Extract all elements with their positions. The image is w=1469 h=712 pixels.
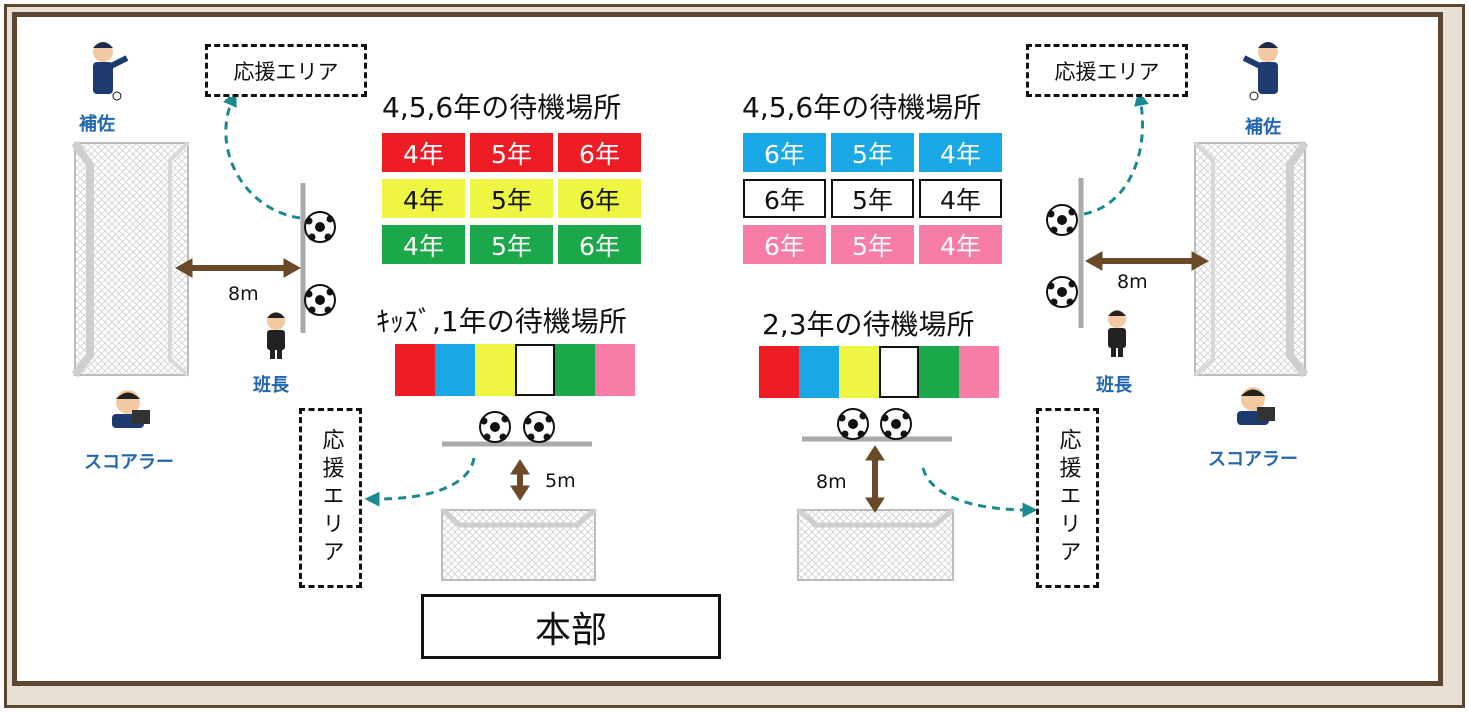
right-grade-cell: 5年 bbox=[831, 179, 914, 218]
right-color-swatch bbox=[799, 346, 839, 398]
left-grade-cell: 6年 bbox=[558, 225, 641, 264]
left-grade-cell: 5年 bbox=[470, 225, 553, 264]
right-color-swatch bbox=[759, 346, 799, 398]
right-grade-cell: 4年 bbox=[919, 133, 1002, 172]
right-bottom-support-arrow bbox=[921, 467, 1038, 518]
left-bench-distance: 5m bbox=[545, 470, 576, 492]
left-grade-cell: 4年 bbox=[382, 179, 465, 218]
right-scorer-label: スコアラー bbox=[1208, 449, 1298, 470]
left-color-swatch bbox=[515, 344, 555, 396]
right-grade-cell: 6年 bbox=[743, 179, 826, 218]
left-leader-label: 班長 bbox=[253, 375, 289, 396]
soccer-ball-icon bbox=[479, 411, 511, 443]
right-456-heading: 4,5,6年の待機場所 bbox=[742, 91, 982, 124]
left-kids-heading: ｷｯｽﾞ,1年の待機場所 bbox=[376, 305, 627, 338]
referee-icon bbox=[267, 312, 285, 359]
right-grade-cell: 6年 bbox=[743, 133, 826, 172]
right-grade-cell: 6年 bbox=[743, 225, 826, 264]
left-grade-cell: 4年 bbox=[382, 133, 465, 172]
left-color-swatch bbox=[435, 344, 475, 396]
coach-icon bbox=[93, 42, 129, 101]
right-grade-cell: 4年 bbox=[919, 179, 1002, 218]
right-top-support-arrow bbox=[1083, 90, 1149, 216]
left-goal-distance: 8m bbox=[228, 283, 259, 305]
right-grade-cell: 5年 bbox=[831, 133, 914, 172]
left-assistant-label: 補佐 bbox=[79, 114, 115, 135]
left-color-swatch bbox=[595, 344, 635, 396]
left-scorer-label: スコアラー bbox=[84, 452, 174, 473]
soccer-ball-icon bbox=[880, 408, 912, 440]
right-assistant-label: 補佐 bbox=[1245, 117, 1281, 138]
right-leader-label: 班長 bbox=[1096, 375, 1132, 396]
left-456-heading: 4,5,6年の待機場所 bbox=[382, 91, 622, 124]
referee-icon bbox=[1108, 310, 1126, 357]
soccer-ball-icon bbox=[304, 211, 336, 243]
scorer-icon bbox=[112, 390, 150, 428]
right-color-swatch bbox=[839, 346, 879, 398]
left-goal bbox=[71, 140, 190, 378]
right-grade-cell: 5年 bbox=[831, 225, 914, 264]
left-grade-cell: 6年 bbox=[558, 133, 641, 172]
soccer-ball-icon bbox=[1046, 204, 1078, 236]
soccer-ball-icon bbox=[523, 411, 555, 443]
left-grade-cell: 5年 bbox=[470, 179, 553, 218]
left-small-goal bbox=[440, 508, 597, 581]
right-goal-distance: 8m bbox=[1117, 271, 1148, 293]
right-goal bbox=[1193, 140, 1309, 378]
right-bench-distance: 8m bbox=[816, 471, 847, 493]
left-color-swatch bbox=[395, 344, 435, 396]
scorer-icon bbox=[1237, 387, 1275, 425]
left-bottom-support-area: 応援エリア bbox=[299, 408, 362, 588]
left-bench-distance-arrow bbox=[510, 459, 530, 501]
right-small-goal bbox=[796, 508, 955, 581]
soccer-ball-icon bbox=[837, 408, 869, 440]
right-color-swatch bbox=[959, 346, 999, 398]
left-color-swatch bbox=[475, 344, 515, 396]
right-color-swatch bbox=[879, 346, 919, 398]
right-color-swatch bbox=[919, 346, 959, 398]
left-top-support-arrow bbox=[223, 91, 301, 220]
left-grade-cell: 6年 bbox=[558, 179, 641, 218]
left-goal-distance-arrow bbox=[174, 258, 302, 278]
soccer-ball-icon bbox=[304, 284, 336, 316]
soccer-ball-icon bbox=[1046, 276, 1078, 308]
right-goal-distance-arrow bbox=[1084, 251, 1210, 271]
left-grade-cell: 5年 bbox=[470, 133, 553, 172]
left-grade-cell: 4年 bbox=[382, 225, 465, 264]
right-bottom-support-area: 応援エリア bbox=[1036, 408, 1099, 588]
left-color-swatch bbox=[555, 344, 595, 396]
right-bench-distance-arrow bbox=[865, 445, 885, 513]
headquarters-box: 本部 bbox=[421, 594, 721, 659]
left-bottom-support-arrow bbox=[364, 457, 476, 507]
right-23-heading: 2,3年の待機場所 bbox=[762, 308, 975, 341]
right-support-area: 応援エリア bbox=[1026, 44, 1188, 97]
right-grade-cell: 4年 bbox=[919, 225, 1002, 264]
coach-icon bbox=[1242, 42, 1278, 101]
left-support-area: 応援エリア bbox=[205, 44, 367, 97]
